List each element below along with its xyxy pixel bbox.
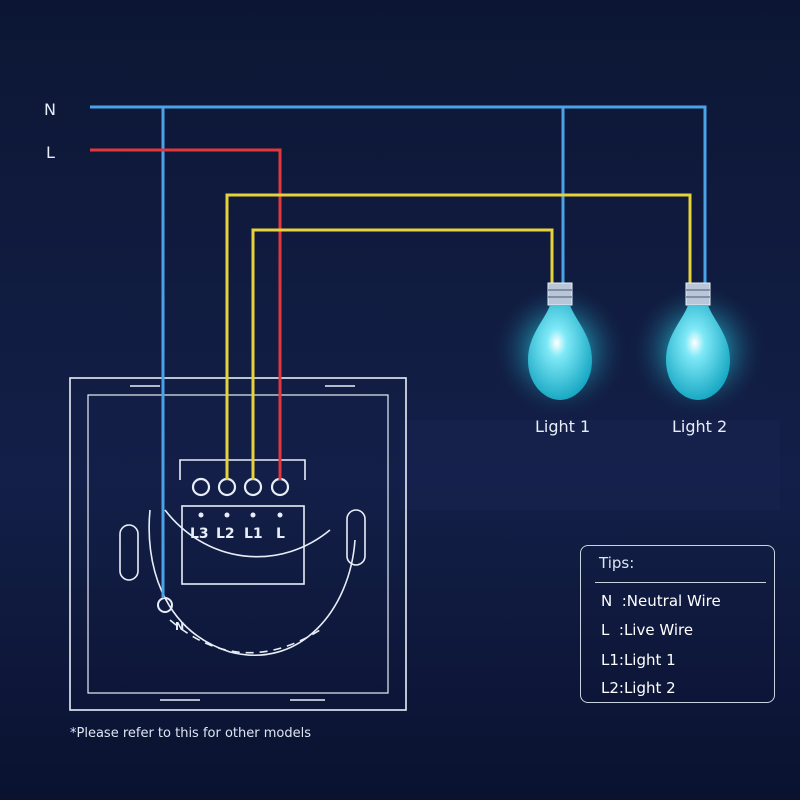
terminal-label-l: L bbox=[276, 526, 285, 542]
tip-item-neutral: N :Neutral Wire bbox=[601, 592, 721, 610]
light-2-bulb bbox=[628, 280, 768, 420]
switch-plate bbox=[69, 377, 407, 711]
light-1-label: Light 1 bbox=[535, 417, 590, 436]
light-1-bulb bbox=[490, 280, 630, 420]
footnote: *Please refer to this for other models bbox=[70, 726, 311, 741]
switch-module bbox=[119, 459, 366, 657]
light-2-label: Light 2 bbox=[672, 417, 727, 436]
terminal-label-l1: L1 bbox=[244, 526, 263, 542]
live-label: L bbox=[46, 143, 55, 162]
neutral-label: N bbox=[44, 100, 56, 119]
live-wire bbox=[90, 148, 282, 480]
tip-item-light-2: L2:Light 2 bbox=[601, 679, 676, 697]
load-wire-l2 bbox=[225, 193, 692, 480]
tips-box: Tips: N :Neutral Wire L :Live Wire L1:Li… bbox=[580, 545, 775, 703]
terminal-label-l2: L2 bbox=[216, 526, 235, 542]
tip-item-light-1: L1:Light 1 bbox=[601, 651, 676, 669]
terminal-label-l3: L3 bbox=[190, 526, 209, 542]
neutral-terminal bbox=[157, 597, 173, 613]
neutral-terminal-label: N bbox=[175, 620, 184, 633]
room-silhouette bbox=[400, 420, 780, 510]
tips-divider bbox=[595, 582, 766, 583]
tip-item-live: L :Live Wire bbox=[601, 621, 694, 639]
tips-title: Tips: bbox=[599, 554, 635, 572]
load-wire-l1 bbox=[251, 228, 554, 480]
terminal-dots bbox=[198, 512, 283, 518]
